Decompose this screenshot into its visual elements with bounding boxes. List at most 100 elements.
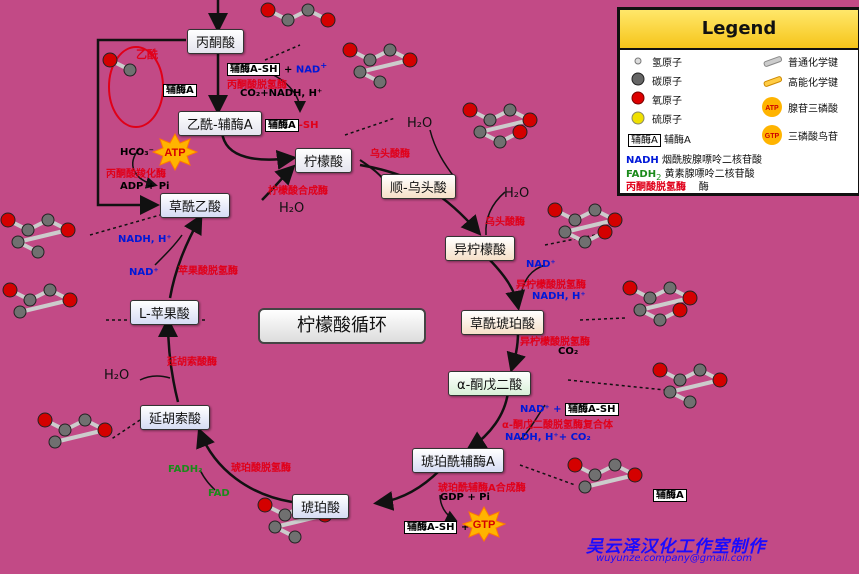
oxygen-atom <box>462 102 478 118</box>
node-succinyl-coa: 琥珀酰辅酶A <box>412 448 504 473</box>
water-aco2: H₂O <box>504 186 530 201</box>
legend-atom-icons <box>631 57 645 125</box>
oxygen-atom <box>607 212 623 228</box>
carbon-atom <box>123 63 137 77</box>
carbon-atom <box>13 305 27 319</box>
oxygen-atom <box>342 42 358 58</box>
oxygen-atom <box>320 12 336 28</box>
carbon-atom <box>78 413 92 427</box>
cofactor-co2-idh: CO₂ <box>558 346 579 357</box>
cofactor-co2-nadh: CO₂+NADH, H⁺ <box>240 88 323 99</box>
node-succinate: 琥珀酸 <box>292 494 350 519</box>
molecule-bond <box>564 218 616 234</box>
water-cs: H₂O <box>279 201 305 216</box>
carbon-atom <box>653 313 667 327</box>
carbon-atom <box>493 135 507 149</box>
carbon-atom <box>41 213 55 227</box>
legend-nadh: NADH 烟酰胺腺嘌呤二核苷酸 <box>626 155 762 166</box>
atp-burst: ATP <box>152 133 198 171</box>
enzyme-aconitase-2: 乌头酸酶 <box>485 217 525 228</box>
acetyl-coa-box: 辅酶A <box>163 81 197 97</box>
node-fumarate: 延胡索酸 <box>140 405 211 430</box>
carbon-atom <box>683 395 697 409</box>
carbon-atom <box>301 3 315 17</box>
arrow-pyruvate-oxaloacetate <box>96 38 186 215</box>
molecule-bond <box>54 428 106 444</box>
enzyme-scs: 琥珀酰辅酶A合成酶 <box>438 483 526 494</box>
svg-text:ATP: ATP <box>765 105 779 112</box>
carbon-atom <box>568 213 582 227</box>
watermark-email: wuyunze.company@gmail.com <box>596 553 753 564</box>
node-acetyl-coa: 乙酰-辅酶A <box>178 111 262 136</box>
legend-bond: 普通化学键 <box>788 58 838 69</box>
oxygen-atom <box>512 124 528 140</box>
cofactor-nadh-idh: NADH, H⁺ <box>532 291 586 302</box>
carbon-atom <box>353 65 367 79</box>
oxygen-atom <box>682 290 698 306</box>
molecule-bond <box>479 118 531 134</box>
legend-oxygen: 氧原子 <box>652 96 682 107</box>
legend-hydrogen: 氢原子 <box>652 58 682 69</box>
oxygen-atom <box>402 52 418 68</box>
legend-gtp: 三磷酸鸟苷 <box>788 132 838 143</box>
enzyme-akgdh: α-酮戊二酸脱氢酶复合体 <box>502 420 614 431</box>
carbon-atom <box>673 373 687 387</box>
legend-carbon: 碳原子 <box>652 77 682 88</box>
svg-text:ATP: ATP <box>164 147 185 159</box>
carbon-atom <box>48 435 62 449</box>
water-fumarase: H₂O <box>104 368 130 383</box>
carbon-atom <box>633 303 647 317</box>
enzyme-cs: 柠檬酸合成酶 <box>268 186 328 197</box>
carbon-atom <box>373 75 387 89</box>
enzyme-pdh: 丙酮酸脱氢酶 <box>227 80 287 91</box>
carbon-atom <box>503 103 517 117</box>
cofactor-coa-sh-scs: 辅酶A-SH + <box>404 518 469 534</box>
molecule-bond <box>669 378 721 394</box>
cofactor-coa-sh-pdh: 辅酶A-SH + NAD+ <box>227 60 327 77</box>
legend-title: Legend <box>620 10 858 50</box>
node-pyruvate: 丙酮酸 <box>187 29 245 54</box>
carbon-atom <box>588 468 602 482</box>
node-oxalosuccinate: 草酰琥珀酸 <box>461 310 545 335</box>
carbon-atom <box>363 53 377 67</box>
molecule-bond <box>17 228 69 244</box>
legend-high-energy-bond: 高能化学键 <box>788 78 838 89</box>
legend-enzyme: 丙酮酸脱氢酶 酶 <box>626 182 709 193</box>
molecule-bond <box>584 473 636 489</box>
oxygen-atom <box>257 497 273 513</box>
carbon-atom <box>663 385 677 399</box>
oxygen-atom <box>567 457 583 473</box>
svg-text:GTP: GTP <box>473 519 496 531</box>
oxygen-atom <box>672 302 688 318</box>
cofactor-nad-akgdh: NAD⁺ + 辅酶A-SH <box>520 400 619 416</box>
carbon-atom <box>21 223 35 237</box>
legend-panel: Legend 氢原子 碳原子 氧原子 硫原子 辅酶A 辅酶A 普通化学键 高能化… <box>617 7 859 196</box>
gtp-icon: GTP <box>762 125 782 145</box>
cofactor-fadh2: FADH₂ <box>168 464 203 475</box>
legend-atp: 腺苷三磷酸 <box>788 104 838 115</box>
carbon-atom <box>578 480 592 494</box>
acetyl-label: 乙酰 <box>136 48 158 61</box>
enzyme-aconitase-1: 乌头酸酶 <box>370 149 410 160</box>
enzyme-mdh: 苹果酸脱氢酶 <box>178 266 238 277</box>
node-isocitrate: 异柠檬酸 <box>445 236 516 261</box>
oxygen-atom <box>62 292 78 308</box>
svg-text:GTP: GTP <box>765 133 780 140</box>
carbon-atom <box>588 203 602 217</box>
legend-sulfur: 硫原子 <box>652 115 682 126</box>
oxygen-atom <box>102 52 118 68</box>
molecule-bond <box>639 296 691 312</box>
cofactor-adp-pi: ADP + Pi <box>120 181 170 192</box>
cofactor-nad-mdh: NAD⁺ <box>129 267 159 278</box>
node-cis-aconitate: 顺-乌头酸 <box>381 174 456 199</box>
carbon-atom <box>281 13 295 27</box>
cofactor-nad-idh: NAD⁺ <box>526 259 556 270</box>
cofactor-nadh-mdh: NADH, H⁺ <box>118 234 172 245</box>
enzyme-fumarase: 延胡索酸酶 <box>167 357 217 368</box>
carbon-atom <box>11 235 25 249</box>
carbon-atom <box>31 245 45 259</box>
cofactor-hco3: HCO₃⁻ + <box>120 147 166 158</box>
watermark: 吴云泽汉化工作室制作 <box>586 537 766 557</box>
oxygen-atom <box>597 224 613 240</box>
oxygen-atom <box>627 467 643 483</box>
